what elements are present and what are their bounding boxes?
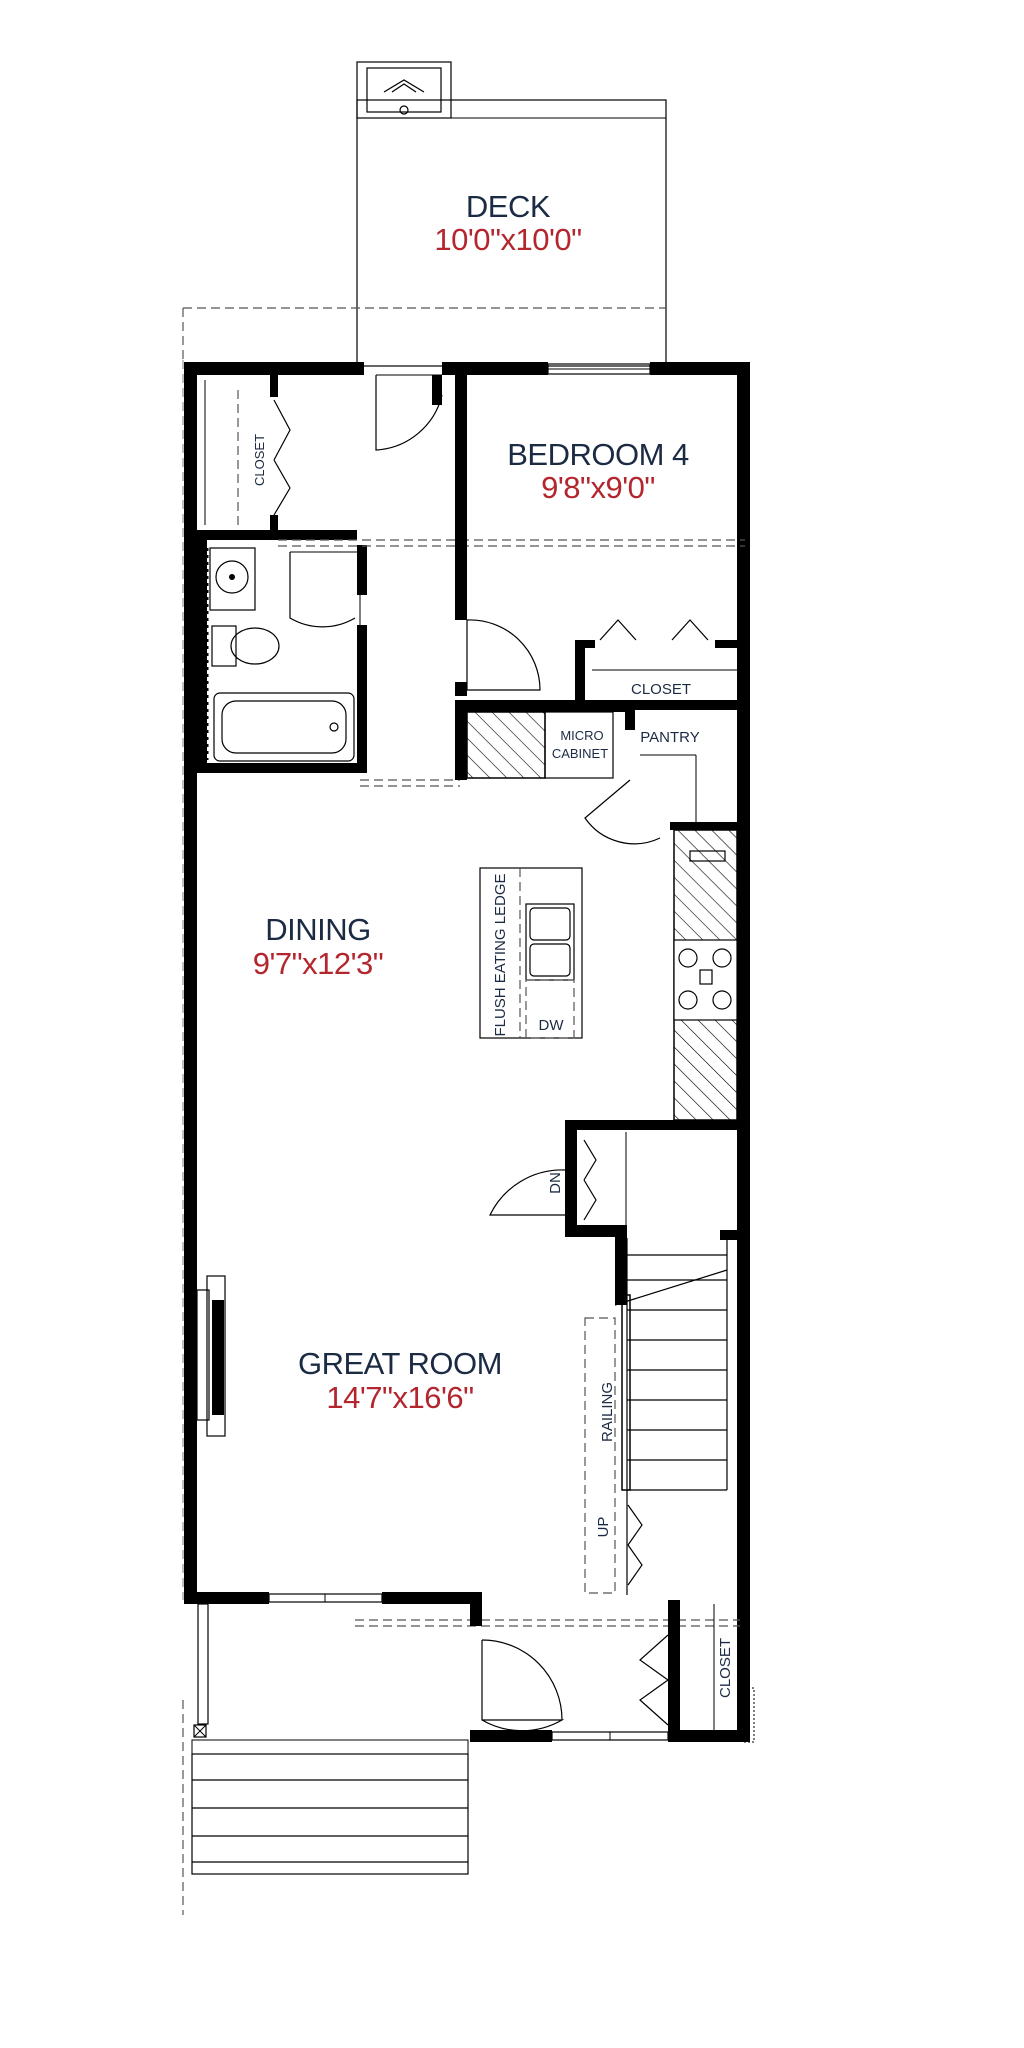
bedroom-4-name: BEDROOM 4 — [507, 437, 689, 472]
great-room-name: GREAT ROOM — [298, 1346, 502, 1381]
railing-label: RAILING — [599, 1382, 616, 1442]
flush-eating-ledge-label: FLUSH EATING LEDGE — [492, 873, 509, 1036]
kitchen-island: FLUSH EATING LEDGE DW — [479, 867, 583, 1039]
property-guides — [182, 307, 666, 1915]
deck-door — [375, 374, 443, 451]
front-door — [481, 1640, 565, 1732]
dw-label: DW — [539, 1017, 565, 1034]
closet-bedroom-label: CLOSET — [631, 681, 691, 698]
deck-dim: 10'0"x10'0" — [434, 222, 581, 257]
deck-light-icon — [383, 79, 425, 93]
entry: CLOSET — [470, 1600, 755, 1743]
great-room-dim: 14'7"x16'6" — [326, 1380, 473, 1415]
dining-dim: 9'7"x12'3" — [253, 946, 384, 981]
porch-steps — [191, 1753, 469, 1875]
room-labels: DECK 10'0"x10'0" BEDROOM 4 9'8"x9'0" DIN… — [253, 189, 690, 1415]
deck-name: DECK — [466, 189, 551, 224]
up-label: UP — [595, 1517, 612, 1538]
porch — [191, 1724, 469, 1875]
toilet-icon — [230, 627, 280, 665]
kitchen-counter — [670, 822, 750, 1121]
deck-stair-platform — [356, 61, 452, 119]
pantry-door — [584, 779, 661, 845]
dn-label: DN — [547, 1172, 564, 1194]
closet-entry-label: CLOSET — [717, 1638, 734, 1698]
bathroom — [197, 530, 367, 773]
micro-cabinet-label-1: MICRO — [560, 728, 603, 743]
micro-cabinet-label-2: CABINET — [552, 746, 608, 761]
micro-cabinet-pantry: MICRO CABINET PANTRY — [455, 700, 700, 845]
stair-railing — [621, 1294, 631, 1491]
dining-name: DINING — [265, 912, 371, 947]
closet-upper-left-label: CLOSET — [252, 434, 267, 486]
double-sink-icon — [525, 903, 575, 981]
sink-icon — [215, 560, 249, 594]
pantry-label: PANTRY — [640, 729, 699, 746]
stairs: DN RAILING UP — [489, 1120, 750, 1595]
upper-left-closet: CLOSET — [197, 375, 357, 540]
bathtub-icon — [213, 692, 355, 762]
bedroom-4-dim: 9'8"x9'0" — [541, 470, 655, 505]
basement-door — [489, 1169, 566, 1216]
bedroom-4: CLOSET — [455, 375, 750, 710]
beam-lines — [278, 539, 745, 1627]
range-icon — [673, 939, 738, 1021]
fireplace-icon — [196, 1275, 226, 1437]
